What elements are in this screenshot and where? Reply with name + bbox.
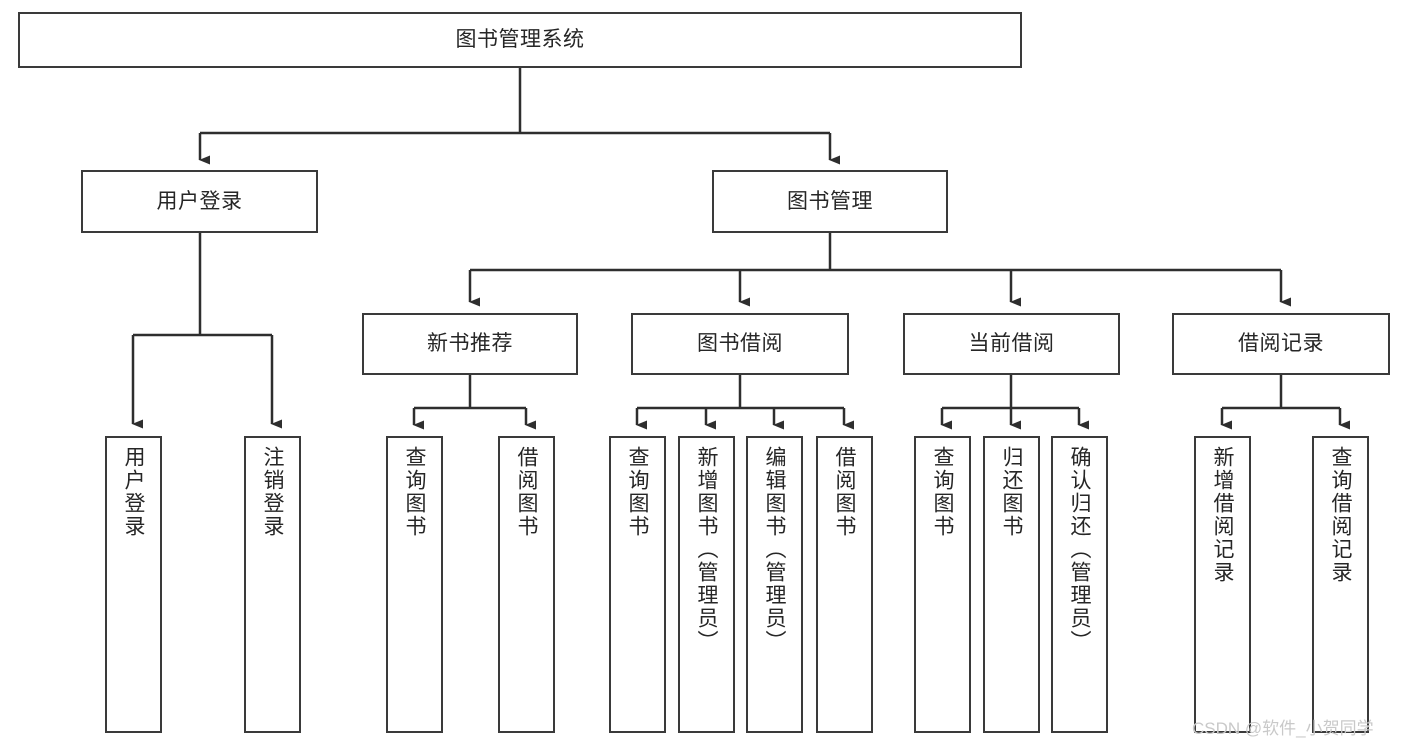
node-label: 借阅图书	[515, 446, 538, 538]
node-label: 借阅记录	[1238, 332, 1324, 356]
node-label: 图书管理系统	[455, 28, 585, 52]
node-label: 查询图书	[626, 446, 649, 538]
node-label: 新增图书（管理员）	[695, 446, 718, 653]
node-label: 当前借阅	[968, 332, 1055, 356]
node-label: 查询图书	[931, 446, 954, 538]
node-leaf-query-book-borrow[interactable]: 查询图书	[609, 436, 666, 733]
node-leaf-logout-login[interactable]: 注销登录	[244, 436, 301, 733]
node-book-management[interactable]: 图书管理	[712, 170, 948, 233]
node-leaf-confirm-return-admin[interactable]: 确认归还（管理员）	[1051, 436, 1108, 733]
node-user-login[interactable]: 用户登录	[81, 170, 318, 233]
node-label: 图书管理	[787, 189, 873, 213]
csdn-watermark: CSDN @软件_小贺同学	[1192, 719, 1374, 738]
node-leaf-return-book[interactable]: 归还图书	[983, 436, 1040, 733]
node-leaf-borrow-book[interactable]: 借阅图书	[816, 436, 873, 733]
node-label: 查询图书	[403, 446, 426, 538]
node-label: 注销登录	[261, 446, 284, 538]
node-leaf-add-book-admin[interactable]: 新增图书（管理员）	[678, 436, 735, 733]
node-current-borrow[interactable]: 当前借阅	[903, 313, 1120, 375]
node-leaf-query-book-recommend[interactable]: 查询图书	[386, 436, 443, 733]
node-label: 借阅图书	[833, 446, 856, 538]
node-label: 用户登录	[156, 189, 243, 213]
node-label: 图书借阅	[697, 332, 783, 356]
node-leaf-query-book-current[interactable]: 查询图书	[914, 436, 971, 733]
node-leaf-edit-book-admin[interactable]: 编辑图书（管理员）	[746, 436, 803, 733]
node-label: 查询借阅记录	[1329, 446, 1352, 584]
node-label: 新增借阅记录	[1211, 446, 1234, 584]
node-root-book-management-system[interactable]: 图书管理系统	[18, 12, 1022, 68]
node-leaf-query-borrow-record[interactable]: 查询借阅记录	[1312, 436, 1369, 733]
node-leaf-borrow-book-recommend[interactable]: 借阅图书	[498, 436, 555, 733]
node-leaf-add-borrow-record[interactable]: 新增借阅记录	[1194, 436, 1251, 733]
node-new-book-recommend[interactable]: 新书推荐	[362, 313, 578, 375]
node-label: 用户登录	[122, 446, 145, 538]
node-book-borrow[interactable]: 图书借阅	[631, 313, 849, 375]
node-label: 确认归还（管理员）	[1068, 446, 1091, 653]
node-label: 新书推荐	[427, 332, 513, 356]
node-label: 编辑图书（管理员）	[763, 446, 786, 653]
node-leaf-user-login[interactable]: 用户登录	[105, 436, 162, 733]
node-borrow-record[interactable]: 借阅记录	[1172, 313, 1390, 375]
node-label: 归还图书	[1000, 446, 1023, 538]
